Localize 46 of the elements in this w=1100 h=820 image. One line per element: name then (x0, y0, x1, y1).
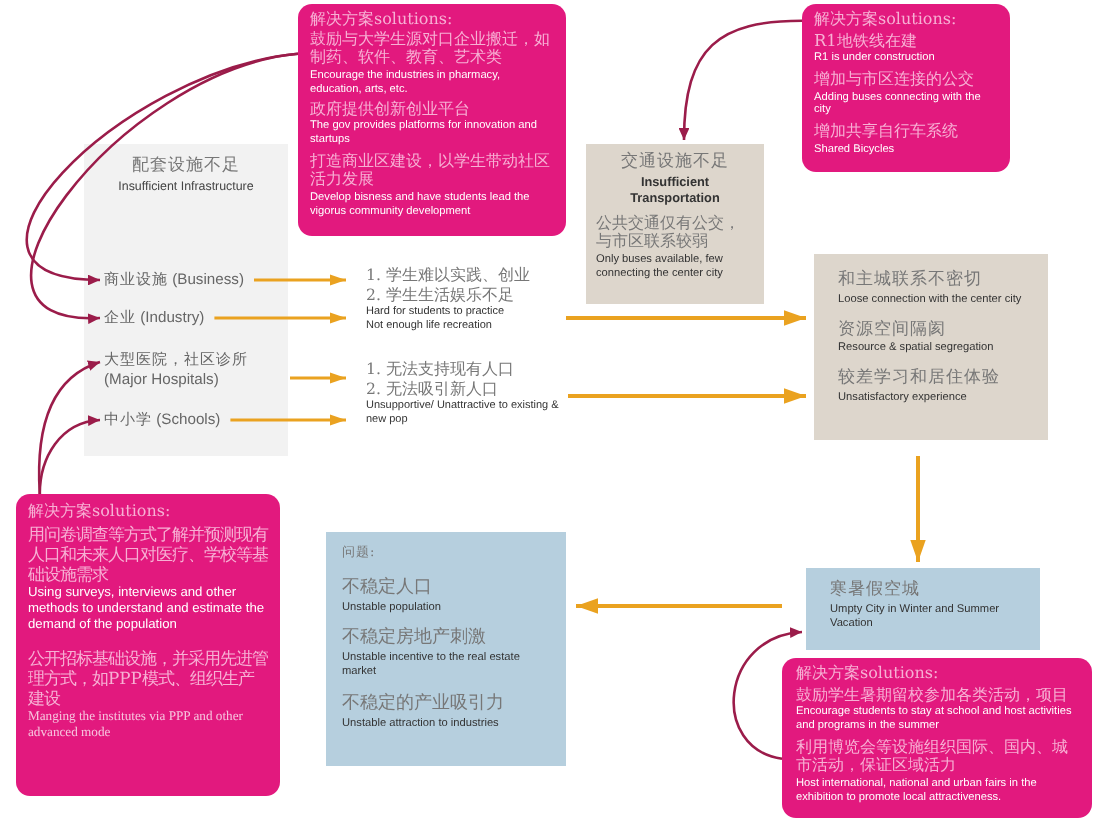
body-text: 资源空间隔阂 (838, 319, 948, 340)
body-text: 用问卷调查等方式了解并预测现有人口和未来人口对医疗、学校等基础设施需求 (28, 523, 268, 584)
solution-card (802, 4, 1010, 172)
body-text: 鼓励学生暑期留校参加各类活动，项目 (796, 685, 1070, 705)
body-text: 寒暑假空城 (830, 580, 922, 601)
arrow (230, 414, 346, 426)
curved-arrow (38, 415, 101, 495)
body-text: 增加共享自行车系统 (814, 122, 960, 142)
body-text: 公开招标基础设施，并采用先进管理方式，如PPP模式、组织生产建设 (28, 648, 268, 709)
arrow (576, 598, 782, 614)
body-text: 不稳定人口 (342, 578, 434, 600)
arrow (566, 310, 806, 326)
body-text: 公共交通仅有公交，与市区联系较弱 (596, 213, 742, 253)
heading: 解决方案solutions: (28, 502, 173, 522)
body-text: 鼓励与大学生源对口企业搬迁，如制药、软件、教育、艺术类 (310, 29, 552, 68)
body-text: 政府提供创新创业平台 (310, 99, 472, 119)
curved-arrow (30, 52, 299, 323)
curved-arrow (732, 628, 803, 761)
heading: 配套设施不足 (130, 156, 242, 178)
arrow (910, 456, 926, 562)
solution-card (16, 494, 280, 796)
heading: 解决方案solutions: (796, 664, 941, 684)
infrastructure-panel (84, 144, 288, 456)
solution-card (298, 4, 566, 236)
body-text: 利用博览会等设施组织国际、国内、城市活动，保证区域活力 (796, 737, 1070, 776)
body-text: 打造商业区建设，以学生带动社区活力发展 (310, 151, 552, 190)
arrow (568, 388, 806, 404)
solution-card (782, 658, 1092, 818)
body-text: 不稳定的产业吸引力 (342, 694, 506, 716)
curved-arrow (678, 19, 803, 141)
body-text: 较差学习和居住体验 (838, 368, 1002, 389)
arrow (290, 372, 346, 384)
curved-arrow (37, 360, 101, 495)
arrow (254, 274, 346, 286)
arrow (214, 312, 346, 324)
body-text: R1地铁线在建 (814, 31, 919, 51)
heading: 解决方案solutions: (814, 10, 959, 30)
heading: 解决方案solutions: (310, 10, 455, 30)
info-box (806, 568, 1040, 650)
info-box (326, 532, 566, 766)
heading: 交通设施不足 (619, 152, 731, 173)
info-box (586, 144, 764, 304)
body-text: 增加与市区连接的公交 (814, 69, 976, 90)
body-text: 不稳定房地产刺激 (342, 628, 488, 650)
info-box (814, 254, 1048, 440)
body-text: 和主城联系不密切 (838, 270, 984, 291)
